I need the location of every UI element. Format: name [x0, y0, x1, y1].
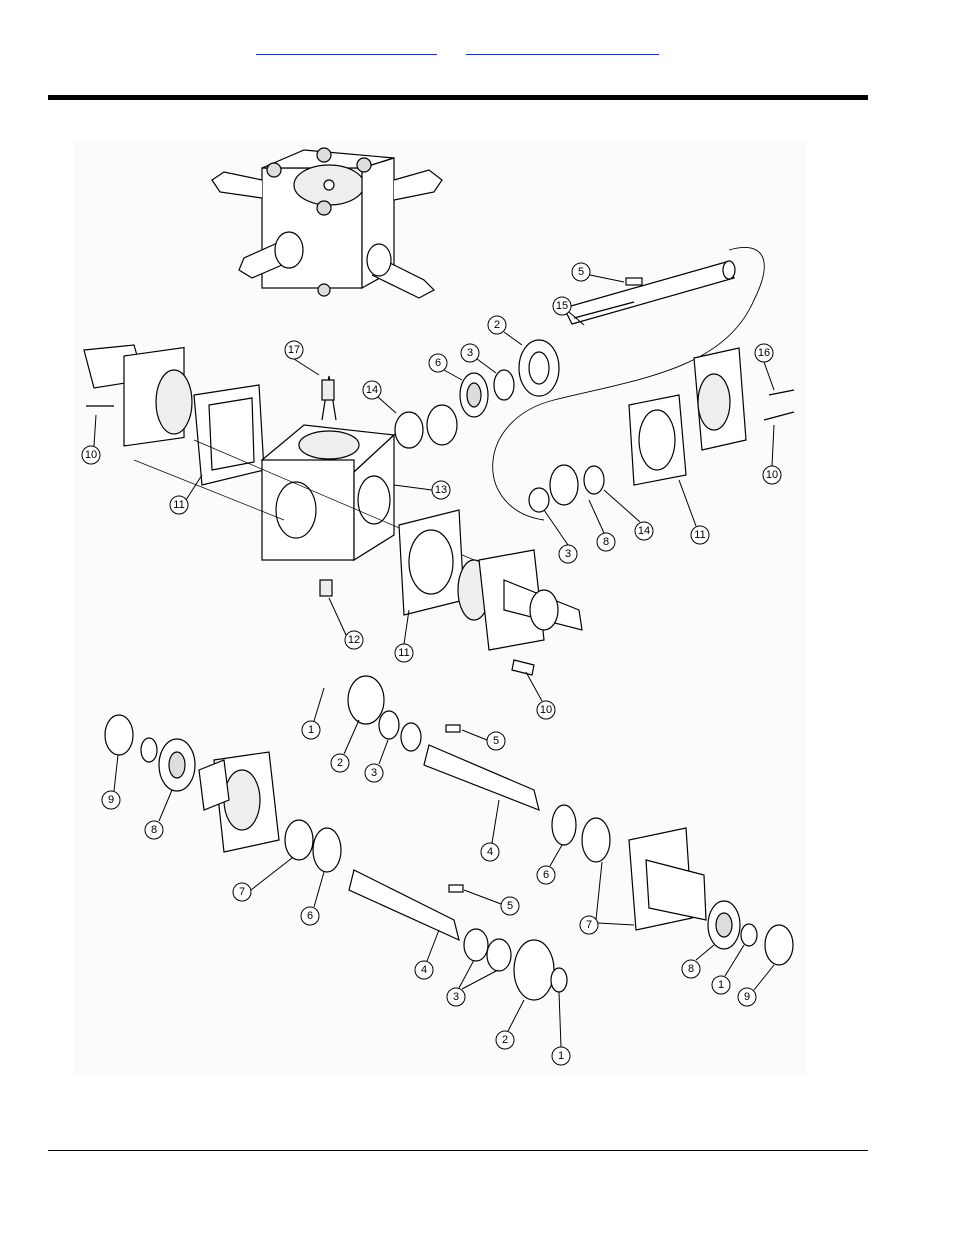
svg-text:3: 3 [371, 767, 377, 779]
bottom-right-assembly [628, 827, 794, 966]
callout-2: 2 [330, 719, 360, 773]
center-housing [133, 375, 475, 597]
svg-text:8: 8 [688, 963, 694, 975]
svg-text:8: 8 [603, 536, 609, 548]
callout-11: 11 [169, 474, 203, 515]
callout-15: 15 [552, 296, 585, 326]
callout-1: 1 [301, 687, 325, 740]
callout-5: 5 [461, 729, 506, 751]
callout-17: 17 [284, 340, 320, 376]
callout-3: 3 [364, 739, 389, 783]
callout-6: 6 [300, 871, 325, 926]
svg-text:17: 17 [288, 344, 300, 356]
svg-text:7: 7 [586, 919, 592, 931]
svg-text:14: 14 [366, 384, 378, 396]
right-flange-assembly [528, 347, 795, 513]
svg-text:1: 1 [718, 979, 724, 991]
svg-text:5: 5 [578, 266, 584, 278]
callout-3: 3 [460, 343, 497, 374]
callout-13: 13 [393, 480, 451, 500]
svg-text:4: 4 [421, 964, 427, 976]
callout-1: 1 [551, 991, 571, 1066]
callout-6: 6 [536, 844, 563, 885]
callout-9: 9 [737, 964, 775, 1007]
callout-7: 7 [232, 857, 293, 902]
assembled-gearbox [211, 147, 443, 299]
svg-text:7: 7 [239, 886, 245, 898]
svg-text:11: 11 [398, 647, 409, 659]
callout-14: 14 [362, 380, 397, 414]
exploded-parts-diagram: 17 5 15 2 3 6 14 16 10 10 11 13 3 8 14 1… [74, 140, 806, 1076]
svg-text:16: 16 [758, 347, 770, 359]
callout-4: 4 [414, 929, 440, 980]
bottom-shafts [347, 675, 611, 1001]
svg-text:9: 9 [108, 794, 114, 806]
callout-9: 9 [101, 754, 121, 810]
callout-8: 8 [144, 789, 173, 840]
svg-text:2: 2 [337, 757, 343, 769]
callout-3: 3 [543, 509, 578, 564]
svg-text:14: 14 [638, 525, 650, 537]
svg-text:5: 5 [493, 735, 499, 747]
callout-7: 7 [579, 861, 635, 935]
left-flange-assembly [83, 344, 265, 486]
svg-text:10: 10 [85, 449, 97, 461]
svg-text:3: 3 [467, 347, 473, 359]
callout-11: 11 [678, 479, 710, 545]
svg-text:4: 4 [487, 846, 493, 858]
svg-text:6: 6 [543, 869, 549, 881]
bottom-left-assembly [104, 714, 342, 873]
callout-1: 1 [711, 944, 745, 995]
callout-12: 12 [328, 597, 364, 650]
svg-text:12: 12 [348, 634, 360, 646]
lower-flange-assembly [457, 549, 583, 676]
callout-16: 16 [754, 343, 775, 391]
svg-text:11: 11 [694, 529, 705, 541]
svg-text:1: 1 [558, 1050, 564, 1062]
callout-14: 14 [603, 489, 654, 541]
svg-text:8: 8 [151, 824, 157, 836]
header-link-2[interactable] [466, 44, 659, 55]
header-rule [48, 95, 868, 100]
svg-text:5: 5 [507, 900, 513, 912]
svg-text:1: 1 [308, 724, 314, 736]
callout-10: 10 [762, 424, 782, 485]
svg-text:3: 3 [565, 548, 571, 560]
header-link-1[interactable] [256, 44, 437, 55]
svg-text:2: 2 [502, 1034, 508, 1046]
svg-text:10: 10 [766, 469, 778, 481]
callout-2: 2 [487, 315, 523, 346]
svg-text:11: 11 [173, 499, 184, 511]
svg-text:3: 3 [453, 991, 459, 1003]
svg-text:6: 6 [435, 357, 441, 369]
upper-shaft-assembly [394, 247, 765, 521]
callout-10: 10 [81, 414, 101, 465]
callout-8: 8 [588, 499, 616, 552]
svg-text:6: 6 [307, 910, 313, 922]
svg-text:15: 15 [556, 300, 568, 312]
callout-11: 11 [394, 609, 414, 663]
callout-8: 8 [681, 944, 715, 979]
svg-text:10: 10 [540, 704, 552, 716]
callout-5: 5 [463, 889, 520, 916]
callout-5: 5 [571, 262, 625, 283]
callout-6: 6 [428, 353, 463, 381]
svg-text:9: 9 [744, 991, 750, 1003]
callout-10: 10 [525, 671, 556, 720]
callout-3: 3 [446, 959, 499, 1007]
svg-text:2: 2 [494, 319, 500, 331]
footer-rule [48, 1150, 868, 1151]
callout-2: 2 [495, 999, 525, 1050]
callout-4: 4 [480, 799, 500, 862]
svg-text:13: 13 [435, 484, 447, 496]
